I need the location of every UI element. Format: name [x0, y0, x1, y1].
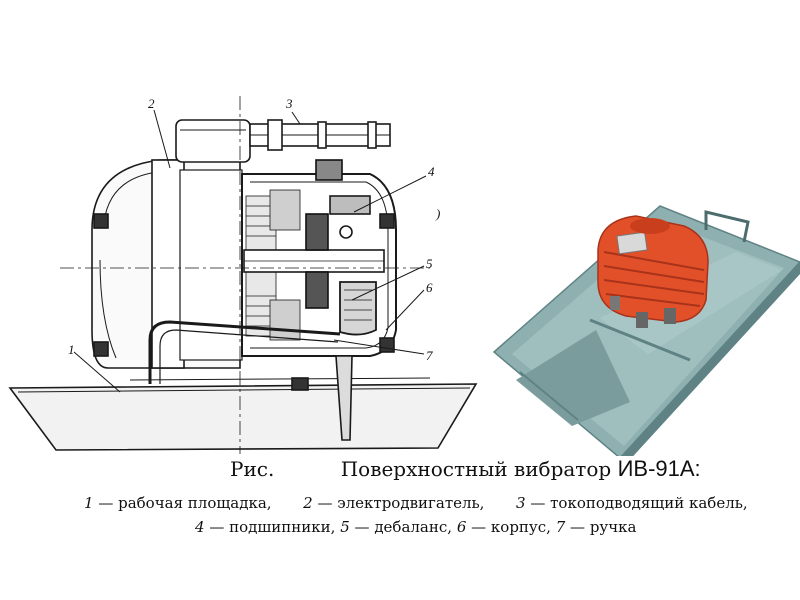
legend-num-2: 2: [303, 494, 313, 512]
callout-6: 6: [426, 280, 433, 295]
caption-prefix: Рис.: [230, 457, 275, 481]
photo-motor: [597, 215, 709, 328]
caption-title-text: Поверхностный вибратор: [340, 457, 612, 481]
bearings: [305, 159, 343, 309]
caption-model: ИВ-91А:: [617, 456, 701, 481]
legend-text-2: — электродвигатель,: [317, 494, 485, 512]
vibrator-photo: [492, 205, 800, 456]
legend-text-7: — ручка: [570, 518, 637, 536]
unbalance: [339, 281, 377, 336]
handle: [148, 320, 341, 384]
legend-text-4: — подшипники,: [209, 518, 336, 536]
legend-num-4: 4: [195, 518, 205, 536]
legend-num-5: 5: [340, 518, 350, 536]
legend-text-1: — рабочая площадка,: [98, 494, 272, 512]
callout-4: 4: [428, 164, 435, 179]
callout-3: 3: [285, 96, 293, 111]
legend-text-3: — токоподводящий кабель,: [530, 494, 748, 512]
section-drawing: [8, 96, 478, 454]
callout-5: 5: [426, 256, 433, 271]
legend-line-1: 1 — рабочая площадка, 2 — электродвигате…: [84, 494, 752, 512]
stray-mark: ): [435, 206, 440, 221]
vibrator-illustration: 2 3 4 5 6 7 1 ): [8, 96, 800, 456]
callout-2: 2: [148, 96, 155, 111]
photo-handle: [704, 210, 750, 243]
caption-title: Рис. Поверхностный вибратор ИВ-91А:: [230, 456, 701, 482]
callout-1: 1: [68, 342, 75, 357]
callout-7: 7: [426, 348, 433, 363]
terminal-box: [175, 119, 251, 163]
legend-num-7: 7: [555, 518, 566, 536]
legend-num-6: 6: [456, 518, 467, 536]
legend-text-5: — дебаланс,: [354, 518, 453, 536]
legend-num-1: 1: [84, 494, 94, 512]
legend-line-2: 4 — подшипники, 5 — дебаланс, 6 — корпус…: [195, 518, 636, 536]
legend-text-6: — корпус,: [471, 518, 551, 536]
working-platform: [8, 383, 478, 451]
legend-num-3: 3: [516, 494, 526, 512]
